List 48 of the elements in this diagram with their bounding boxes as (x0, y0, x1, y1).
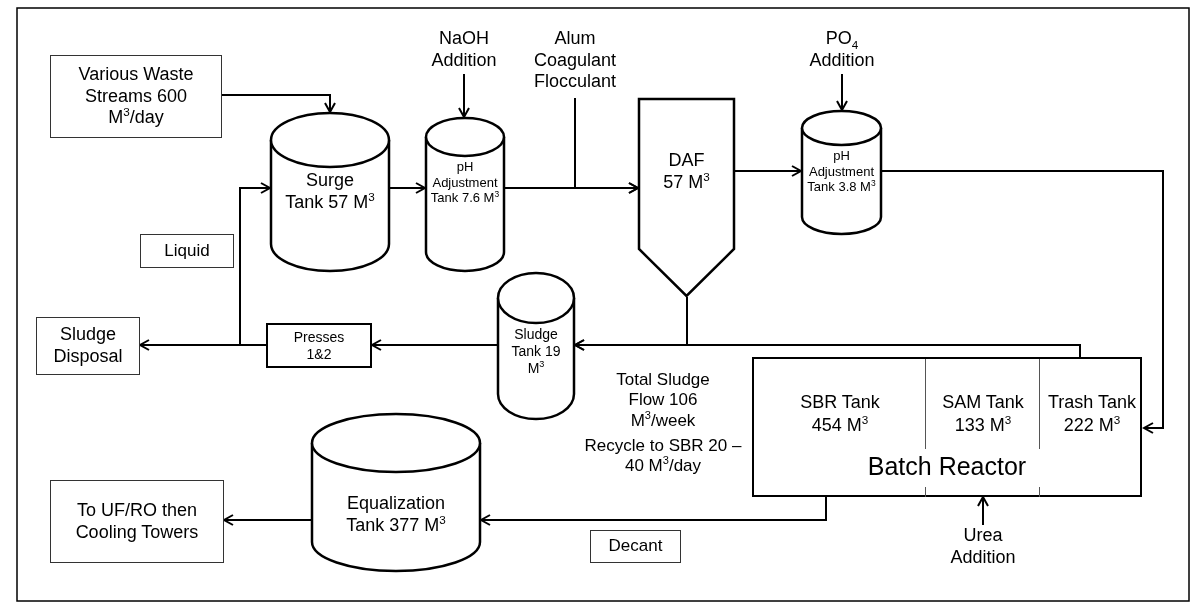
cylinder-tank (497, 272, 575, 420)
flow-arrow (574, 339, 1081, 358)
tank-label: pH Adjustment Tank 3.8 M$^{3}$ (806, 148, 877, 195)
process-box (36, 317, 140, 375)
cylinder-tank (801, 110, 882, 235)
flow-arrow (977, 496, 989, 526)
tank-label: pH Adjustment Tank 7.6 M$^{3}$ (429, 159, 501, 206)
flow-arrow (836, 73, 848, 111)
flow-arrow (458, 73, 470, 118)
box-label: To UF/RO then Cooling Towers (74, 499, 200, 544)
input-label: PO$_{4}$ Addition (808, 28, 876, 72)
compartment-label: SBR Tank 454 M$^{3}$ (799, 391, 881, 436)
flotation-tank (638, 98, 735, 297)
tank-label: Sludge Tank 19 M$^{3}$ (510, 326, 562, 377)
flow-note: Total Sludge Flow 106 M$^{3}$/week (615, 370, 711, 432)
flow-arrow (480, 496, 827, 526)
flow-arrow (881, 170, 1164, 434)
box-label: Decant (607, 536, 664, 557)
reactor-label: Batch Reactor (866, 451, 1028, 481)
compartment-label: Trash Tank 222 M$^{3}$ (1046, 391, 1137, 436)
cylinder-tank (311, 413, 481, 572)
box-label: Presses 1&2 (292, 328, 346, 363)
flow-arrow (734, 165, 802, 177)
box-label: Various Waste Streams 600 M$^{3}$/day (77, 64, 195, 129)
reactor-box (752, 357, 1142, 497)
process-box (266, 323, 372, 368)
process-box (50, 480, 224, 563)
tank-label: Surge Tank 57 M$^{3}$ (285, 170, 375, 214)
cylinder-tank (270, 112, 390, 272)
input-label: Alum Coagulant Flocculant (532, 28, 618, 93)
process-box (140, 234, 234, 268)
box-label: Sludge Disposal (52, 324, 124, 368)
flow-arrow (389, 182, 426, 194)
cylinder-tank (425, 117, 505, 272)
flow-arrow (221, 94, 336, 113)
flow-arrow (371, 339, 498, 351)
flow-arrow (504, 182, 639, 194)
flow-note: Recycle to SBR 20 – 40 M$^{3}$/day (584, 436, 742, 477)
tank-label: Equalization Tank 377 M$^{3}$ (345, 493, 447, 537)
process-box (590, 530, 681, 563)
input-label: Urea Addition (949, 525, 1017, 569)
flow-arrow (223, 514, 312, 526)
flow-arrow (239, 182, 271, 346)
input-label: NaOH Addition (430, 28, 498, 72)
tank-label: DAF 57 M$^{3}$ (662, 150, 711, 194)
process-box (50, 55, 222, 138)
compartment-label: SAM Tank 133 M$^{3}$ (941, 391, 1025, 436)
box-label: Liquid (163, 240, 211, 262)
